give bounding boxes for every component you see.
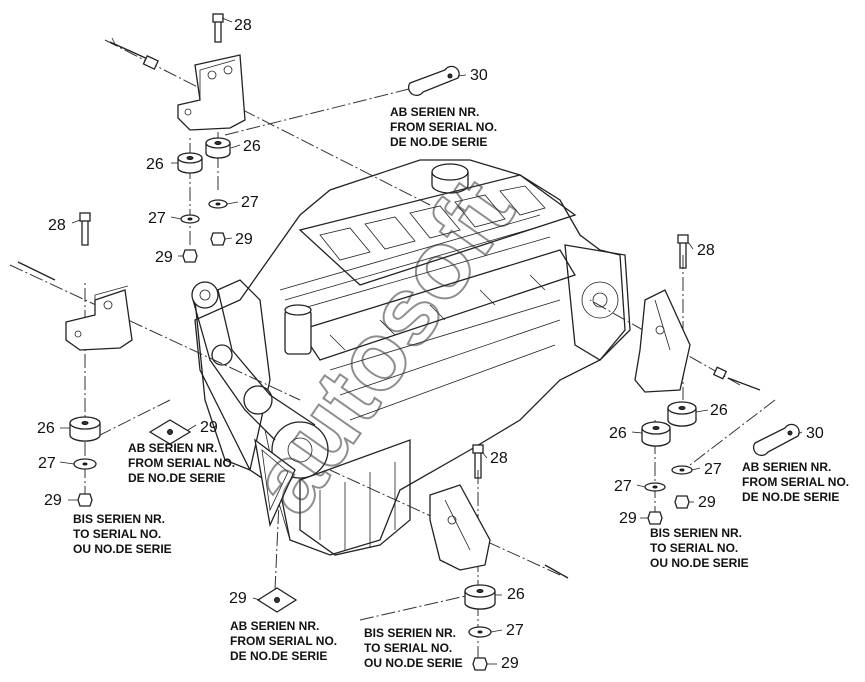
- note-line: TO SERIAL NO.: [364, 641, 452, 655]
- callout-29: 29: [619, 510, 637, 527]
- callout-28: 28: [490, 450, 508, 467]
- note-line: OU NO.DE SERIE: [364, 656, 463, 670]
- note-line: DE NO.DE SERIE: [742, 490, 839, 504]
- callout-27: 27: [148, 210, 166, 227]
- serial-note-top: AB SERIEN NR. FROM SERIAL NO. DE NO.DE S…: [390, 105, 497, 149]
- serial-note-right-ab: AB SERIEN NR. FROM SERIAL NO. DE NO.DE S…: [742, 460, 849, 504]
- callout-26: 26: [507, 586, 525, 603]
- callout-26: 26: [146, 156, 164, 173]
- note-line: DE NO.DE SERIE: [390, 135, 487, 149]
- top-isolators: [177, 65, 460, 263]
- front-mount-bracket: [254, 438, 569, 579]
- callout-26: 26: [243, 138, 261, 155]
- note-line: AB SERIEN NR.: [390, 105, 479, 119]
- callout-29: 29: [698, 494, 716, 511]
- note-line: BIS SERIEN NR.: [73, 512, 165, 526]
- callout-29: 29: [501, 655, 519, 672]
- watermark: autosoft: [230, 161, 535, 533]
- serial-note-right-bis: BIS SERIEN NR. TO SERIAL NO. OU NO.DE SE…: [650, 526, 749, 570]
- front-isolators: [256, 584, 496, 671]
- note-line: TO SERIAL NO.: [73, 527, 161, 541]
- top-mount-bracket: [109, 13, 246, 131]
- callout-29: 29: [155, 249, 173, 266]
- engine-assembly: [191, 159, 631, 556]
- left-isolators: [69, 416, 192, 507]
- callout-29: 29: [200, 419, 218, 436]
- callout-29: 29: [235, 231, 253, 248]
- callout-numbers: 28 30 26 26 27 27 29 29 28 28 26 29 27 2…: [37, 17, 824, 672]
- callout-26: 26: [609, 425, 627, 442]
- callout-28: 28: [48, 217, 66, 234]
- note-line: FROM SERIAL NO.: [390, 120, 497, 134]
- right-mount-bracket: [634, 234, 761, 393]
- note-line: AB SERIEN NR.: [128, 441, 217, 455]
- serial-note-left-bis: BIS SERIEN NR. TO SERIAL NO. OU NO.DE SE…: [73, 512, 172, 556]
- note-line: DE NO.DE SERIE: [128, 471, 225, 485]
- note-line: FROM SERIAL NO.: [742, 475, 849, 489]
- note-line: FROM SERIAL NO.: [230, 634, 337, 648]
- serial-note-bottom-bis: BIS SERIEN NR. TO SERIAL NO. OU NO.DE SE…: [364, 626, 463, 670]
- callout-28: 28: [234, 17, 252, 34]
- callout-29: 29: [229, 590, 247, 607]
- note-line: BIS SERIEN NR.: [364, 626, 456, 640]
- callout-27: 27: [241, 194, 259, 211]
- callout-26: 26: [710, 402, 728, 419]
- right-isolators: [641, 401, 800, 525]
- note-line: OU NO.DE SERIE: [650, 556, 749, 570]
- callout-26: 26: [37, 420, 55, 437]
- note-line: AB SERIEN NR.: [230, 619, 319, 633]
- serial-note-left-ab: AB SERIEN NR. FROM SERIAL NO. DE NO.DE S…: [128, 441, 235, 485]
- callout-29: 29: [44, 492, 62, 509]
- left-mount-bracket: [17, 212, 133, 351]
- leader-lines: [59, 17, 803, 665]
- callout-27: 27: [614, 478, 632, 495]
- note-line: FROM SERIAL NO.: [128, 456, 235, 470]
- note-line: OU NO.DE SERIE: [73, 542, 172, 556]
- serial-note-bottom-ab: AB SERIEN NR. FROM SERIAL NO. DE NO.DE S…: [230, 619, 337, 663]
- callout-27: 27: [704, 461, 722, 478]
- note-line: AB SERIEN NR.: [742, 460, 831, 474]
- callout-30: 30: [470, 67, 488, 84]
- callout-27: 27: [38, 455, 56, 472]
- callout-28: 28: [697, 242, 715, 259]
- callout-30: 30: [806, 425, 824, 442]
- note-line: BIS SERIEN NR.: [650, 526, 742, 540]
- note-line: DE NO.DE SERIE: [230, 649, 327, 663]
- callout-27: 27: [506, 622, 524, 639]
- note-line: TO SERIAL NO.: [650, 541, 738, 555]
